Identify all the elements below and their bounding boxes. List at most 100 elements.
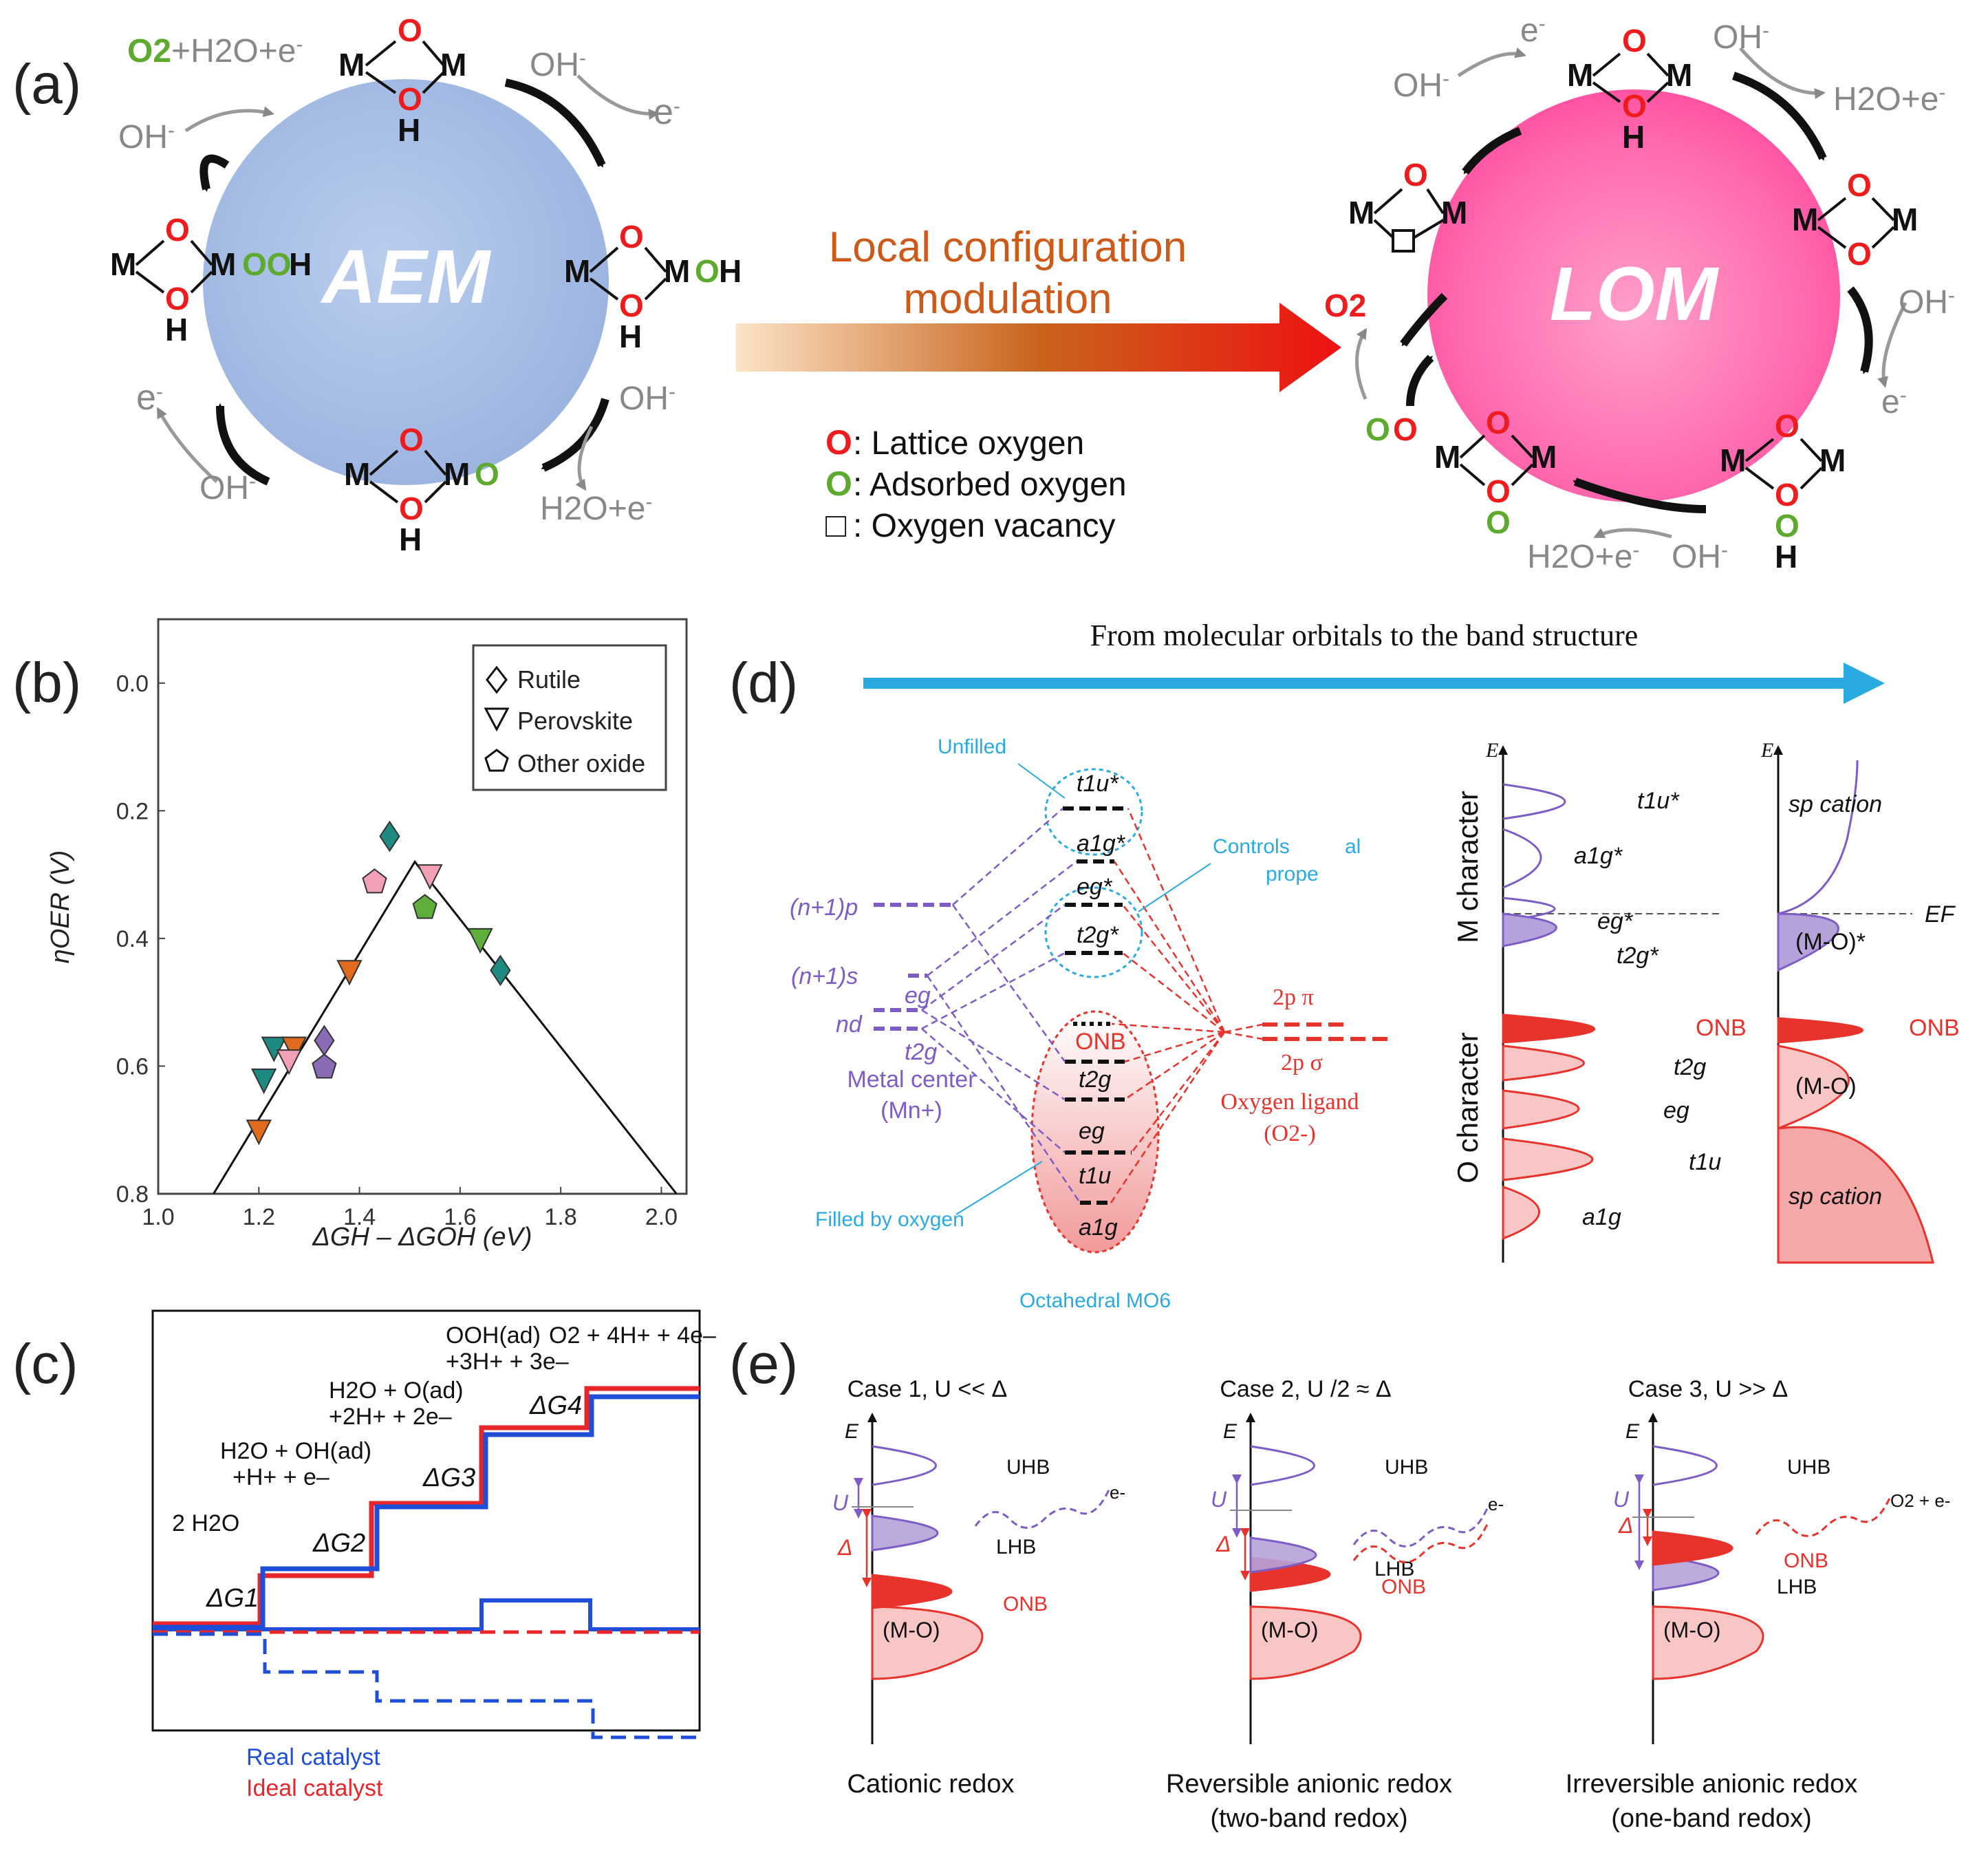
step-labels: ΔG1 ΔG2 ΔG3 ΔG4 [206,1391,582,1613]
panel-e-label: (e) [729,1333,798,1395]
svg-text:M: M [444,456,470,492]
svg-text:H2O+e-: H2O+e- [1833,81,1945,118]
lom-motifs: M O M O H M O M O2 M O M O O O M O M O [1324,23,1918,575]
redox-case-1: Case 1, U << ΔEUHB(M-O)ONBLHBUΔe-Cationi… [832,1376,1125,1799]
case-caption: Reversible anionic redox [1166,1770,1452,1799]
perovskite-point [467,928,493,954]
svg-text:O: O [1486,504,1511,540]
svg-text:O: O [1775,408,1800,444]
svg-text:O: O [475,456,499,492]
step-dg3: ΔG3 [422,1463,475,1492]
rutile-legend-marker [486,665,508,694]
step-dg4: ΔG4 [529,1391,582,1420]
species-s3-l2: +2H+ + 2e– [329,1404,452,1430]
svg-text:H: H [1775,539,1797,575]
transition-line-2: modulation [903,275,1112,323]
svg-text:M: M [1666,57,1692,93]
band1-a1g: a1g [1582,1204,1621,1230]
x-tick-label: 1.8 [545,1204,577,1230]
svg-text:M: M [1792,202,1818,237]
level-2p-pi: 2p π [1273,985,1314,1010]
svg-text:e-: e- [1520,12,1546,50]
svg-text:M: M [1819,442,1846,478]
oxygen-levels [1262,1022,1390,1041]
x-tick-label: 1.0 [142,1204,174,1230]
y-axis-label: ηOER (V) [46,850,75,964]
aem-label: AEM [320,235,492,319]
svg-text:H: H [289,246,312,282]
other-oxide-point [312,1053,337,1079]
other-oxide-legend-marker [484,749,509,772]
mo-eg-star: eg* [1077,874,1113,900]
band1-eg-star: eg* [1597,908,1634,934]
perovskite-point [281,1036,307,1062]
band2-mo-star: (M-O)* [1795,929,1866,955]
lom-sphere [1427,89,1840,502]
transition-arrow [736,303,1341,392]
uhb-band [1250,1445,1315,1486]
metal-center-label: Metal center [847,1066,975,1093]
svg-text:O: O [1847,167,1872,203]
metal-correlation-lines [921,808,1081,1203]
legend-ideal-catalyst: Ideal catalyst [246,1775,383,1801]
lhb-band [1249,1536,1317,1574]
plot-frame [157,618,688,1195]
perovskite-point [336,960,363,986]
y-tick-label: 0.8 [116,1181,149,1208]
ideal-catalyst-line [153,1386,700,1627]
rutile-point [490,954,511,987]
energy-axis-label: E [1223,1420,1238,1443]
panel-c: (c) 2 H2O H2O + OH(ad) +H+ + e– H2O + O(… [12,1309,716,1801]
u-label: U [1613,1487,1630,1512]
aem-sphere [203,79,609,485]
svg-text:OO: OO [242,246,292,282]
delta-label: Δ [1216,1532,1231,1556]
uhb-band [1652,1445,1718,1486]
mo-t2g: t2g [1079,1066,1111,1093]
svg-text:M: M [1531,439,1557,475]
escape-label: e- [1488,1494,1504,1514]
u-label: U [1211,1487,1227,1512]
lom-species: OH- e- OH- H2O+e- OH- e- H2O+e- OH- [1393,12,1955,576]
x-tick-label: 1.6 [444,1204,476,1230]
aem-cycle-arrows [199,78,609,486]
band1-onb: ONB [1696,1015,1747,1041]
svg-text:H2O+e-: H2O+e- [1527,539,1639,576]
redox-case-2: Case 2, U /2 ≈ ΔEUHB(M-O)ONBLHBUΔe-Rever… [1166,1376,1504,1833]
y-tick-label: 0.4 [116,926,149,952]
legend-other-oxide: Other oxide [517,749,645,778]
svg-text:O: O [398,81,422,117]
uhb-label: UHB [1006,1456,1050,1479]
band1-t1u-star: t1u* [1637,788,1680,814]
aem-oh-4: OH- [199,470,256,507]
band2-e-axis: E [1760,739,1773,762]
uhb-label: UHB [1385,1456,1428,1479]
transition-line-1: Local configuration [829,224,1187,271]
svg-text:O: O [1393,411,1418,447]
other-oxide-point [412,894,437,919]
level-np: (n+1)p [790,894,858,921]
x-tick-label: 2.0 [645,1204,678,1230]
panel-d-label: (d) [729,652,798,714]
mo-t2g-star: t2g* [1077,922,1119,948]
band1-t2g: t2g [1674,1054,1706,1080]
svg-text:H: H [399,522,422,557]
panel-e: (e) Case 1, U << ΔEUHB(M-O)ONBLHBUΔe-Cat… [729,1333,1950,1833]
band1-e-axis: E [1485,739,1498,762]
svg-text:O: O [619,288,644,323]
level-ns: (n+1)s [791,963,858,989]
mo-levels [1063,806,1132,1205]
level-2p-sigma: 2p σ [1281,1050,1323,1075]
case-caption: Irreversible anionic redox [1566,1770,1858,1799]
mo-band [1652,1605,1764,1680]
band1-eg: eg [1663,1097,1689,1124]
oxygen-ligand-label: Oxygen ligand [1220,1089,1359,1115]
species-s4-l1: OOH(ad) [446,1322,541,1349]
band2-onb: ONB [1909,1015,1960,1041]
oxygen-correlation-lines [1110,808,1263,1203]
panel-a: (a) AEM O2+H2O+e- OH- OH- e- OH- H2O+e- … [12,12,1955,576]
energy-axis-label: E [1625,1420,1640,1443]
mo-a1g: a1g [1079,1214,1118,1241]
